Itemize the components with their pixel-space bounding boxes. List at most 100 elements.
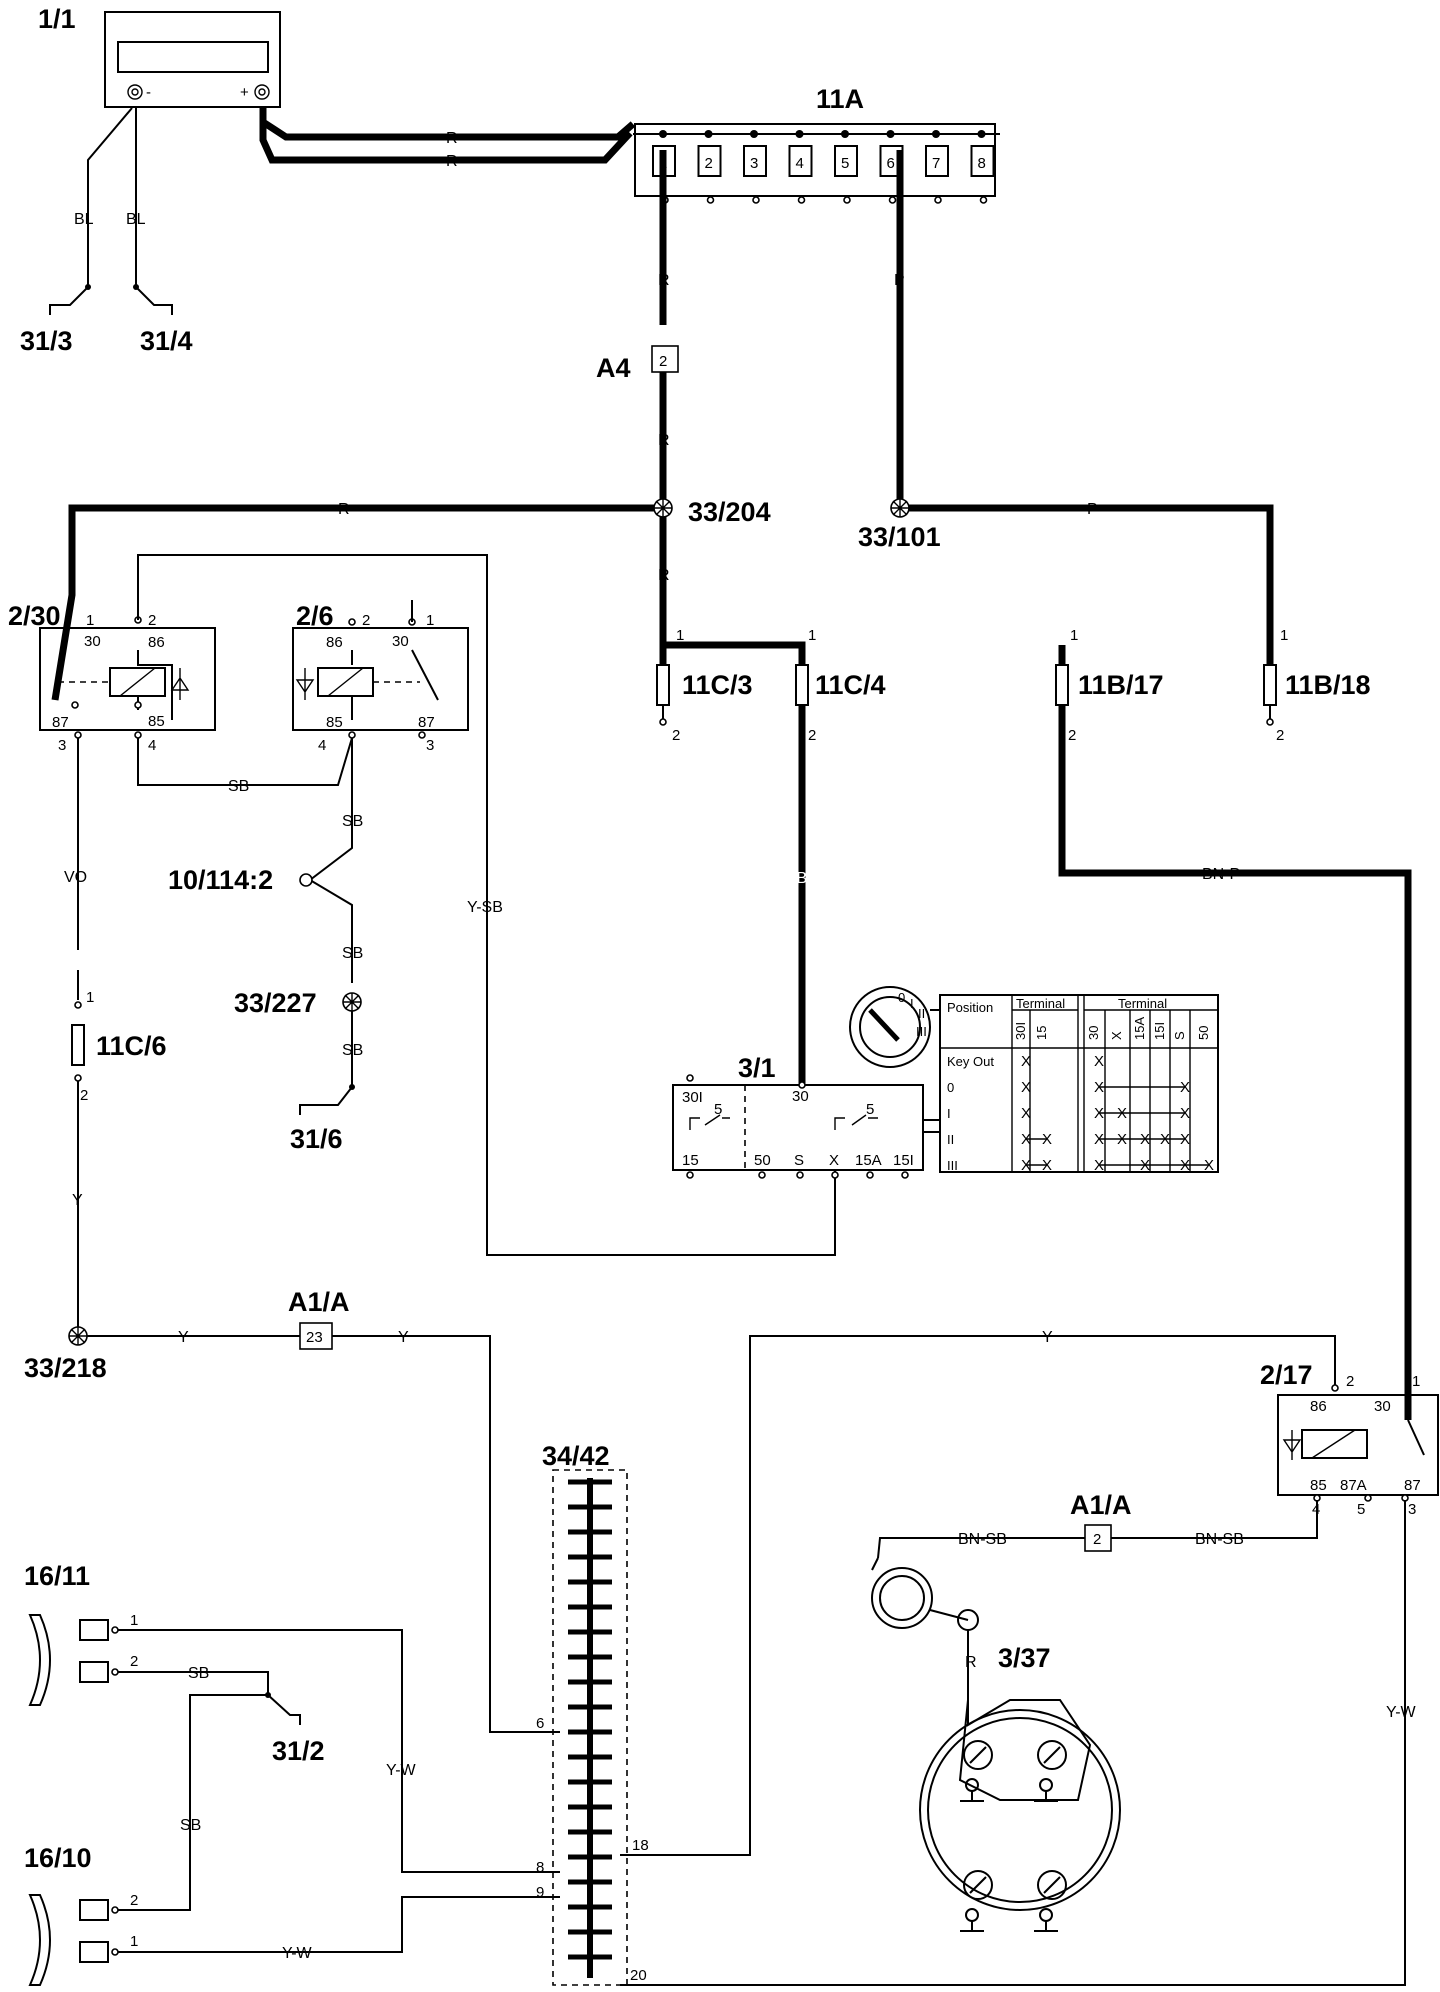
wire-sb-2: SB xyxy=(342,813,363,830)
label-connector-10114: 10/114:2 xyxy=(168,865,273,895)
svg-text:3: 3 xyxy=(58,737,66,754)
wire-sb-1611: SB xyxy=(188,1665,209,1682)
svg-text:15A: 15A xyxy=(855,1152,882,1169)
relay-230: 1 30 2 86 87 85 3 4 xyxy=(39,612,216,754)
table-col-header: 15A xyxy=(1132,1017,1147,1040)
svg-text:2: 2 xyxy=(362,612,370,629)
svg-text:85: 85 xyxy=(1310,1477,1327,1494)
fuse-slot-label: 2 xyxy=(705,155,713,172)
svg-text:2: 2 xyxy=(1276,727,1284,744)
fuse-slot xyxy=(925,145,949,177)
label-relay-230: 2/30 xyxy=(8,601,61,631)
svg-text:II: II xyxy=(918,1006,925,1021)
wire-bn-sb-right: BN-SB xyxy=(1195,1531,1244,1548)
label-sensor-1611: 16/11 xyxy=(24,1561,90,1591)
svg-text:5: 5 xyxy=(1357,1501,1365,1518)
svg-text:1: 1 xyxy=(676,627,684,644)
svg-text:1: 1 xyxy=(1412,1373,1420,1390)
svg-text:86: 86 xyxy=(1310,1398,1327,1415)
a1a-top-number: 23 xyxy=(306,1329,323,1346)
fuse-slot-label: 6 xyxy=(887,155,895,172)
svg-text:1: 1 xyxy=(86,989,94,1006)
svg-text:5: 5 xyxy=(714,1101,722,1118)
table-cell: X xyxy=(1204,1157,1214,1174)
svg-text:15I: 15I xyxy=(893,1152,914,1169)
svg-text:III: III xyxy=(916,1024,927,1039)
svg-text:Terminal: Terminal xyxy=(1118,996,1167,1011)
svg-text:6: 6 xyxy=(536,1715,544,1732)
label-battery: 1/1 xyxy=(38,4,76,34)
label-sensor-1610: 16/10 xyxy=(24,1843,92,1873)
label-connector-3442: 34/42 xyxy=(542,1441,610,1471)
label-junction-101: 33/101 xyxy=(858,522,941,552)
connector-3442 xyxy=(552,1469,628,1986)
svg-text:2: 2 xyxy=(130,1653,138,1670)
wire-r-top1: R xyxy=(446,130,458,147)
fuse-11c3: 1 2 xyxy=(656,627,684,744)
fuse-11c6: 1 2 xyxy=(71,989,94,1104)
wire-y-sb: Y-SB xyxy=(467,899,503,916)
fuse-slot xyxy=(834,145,858,177)
wire-r-a4: R xyxy=(658,432,670,449)
ignition-switch: 30I 5 30 5 15 50 S X 15A 15I xyxy=(672,1074,941,1179)
wire-y-218: Y xyxy=(178,1329,189,1346)
svg-text:2: 2 xyxy=(1346,1373,1354,1390)
table-cell: X xyxy=(1021,1053,1031,1070)
svg-text:1: 1 xyxy=(1280,627,1288,644)
table-cell: X xyxy=(1042,1157,1052,1174)
table-row-position: 0 xyxy=(947,1080,954,1095)
fuse-a4-number: 2 xyxy=(659,353,667,370)
svg-text:87: 87 xyxy=(418,714,435,731)
svg-text:50: 50 xyxy=(754,1152,771,1169)
connector-a1a-top xyxy=(299,1322,333,1350)
table-cell: X xyxy=(1180,1105,1190,1122)
sensor-1610: 2 1 xyxy=(28,1892,138,1986)
svg-text:4: 4 xyxy=(148,737,156,754)
svg-text:18: 18 xyxy=(632,1837,649,1854)
svg-text:2: 2 xyxy=(808,727,816,744)
svg-text:86: 86 xyxy=(148,634,165,651)
svg-text:4: 4 xyxy=(318,737,326,754)
svg-text:86: 86 xyxy=(326,634,343,651)
battery-neg: - xyxy=(146,84,151,101)
wire-r-204: R xyxy=(658,567,670,584)
svg-text:85: 85 xyxy=(326,714,343,731)
a1a-bottom-number: 2 xyxy=(1093,1531,1101,1548)
svg-text:1: 1 xyxy=(808,627,816,644)
wire-r-fuse1: R xyxy=(658,272,670,289)
label-ground-316: 31/6 xyxy=(290,1124,343,1154)
svg-text:3: 3 xyxy=(1408,1501,1416,1518)
connector-3442-pins xyxy=(568,1478,612,1978)
svg-text:8: 8 xyxy=(536,1859,544,1876)
fuse-slot xyxy=(697,145,722,177)
svg-text:30I: 30I xyxy=(682,1089,703,1106)
wire-p-101: P xyxy=(1087,501,1098,518)
battery-pos: + xyxy=(240,84,249,101)
svg-text:1: 1 xyxy=(130,1933,138,1950)
wire-r-top2: R xyxy=(446,153,458,170)
fuse-slot xyxy=(743,145,767,177)
label-fuse-11c3: 11C/3 xyxy=(682,670,753,700)
table-col-header: 30 xyxy=(1086,1026,1101,1040)
relay-217: 2 1 86 30 85 87A 87 4 5 3 xyxy=(1277,1373,1439,1518)
table-col-header: 15 xyxy=(1034,1026,1049,1040)
svg-text:I: I xyxy=(910,996,914,1011)
wire-bl-left: BL xyxy=(74,211,94,228)
label-ground-314: 31/4 xyxy=(140,326,193,356)
table-row-position: Key Out xyxy=(947,1054,994,1069)
wire-y-a1a: Y xyxy=(398,1329,409,1346)
fuse-11b18: 1 2 xyxy=(1263,627,1288,744)
label-junction-204: 33/204 xyxy=(688,497,771,527)
fuse-box xyxy=(634,123,996,197)
svg-text:30: 30 xyxy=(792,1088,809,1105)
table-row-position: I xyxy=(947,1106,951,1121)
label-a1a-bottom: A1/A xyxy=(1070,1490,1132,1520)
svg-text:30: 30 xyxy=(84,633,101,650)
table-row-position: II xyxy=(947,1132,954,1147)
wire-p-fuse6: P xyxy=(894,272,905,289)
fuse-slot xyxy=(788,145,813,177)
svg-text:Position: Position xyxy=(947,1000,993,1015)
svg-text:87: 87 xyxy=(52,714,69,731)
